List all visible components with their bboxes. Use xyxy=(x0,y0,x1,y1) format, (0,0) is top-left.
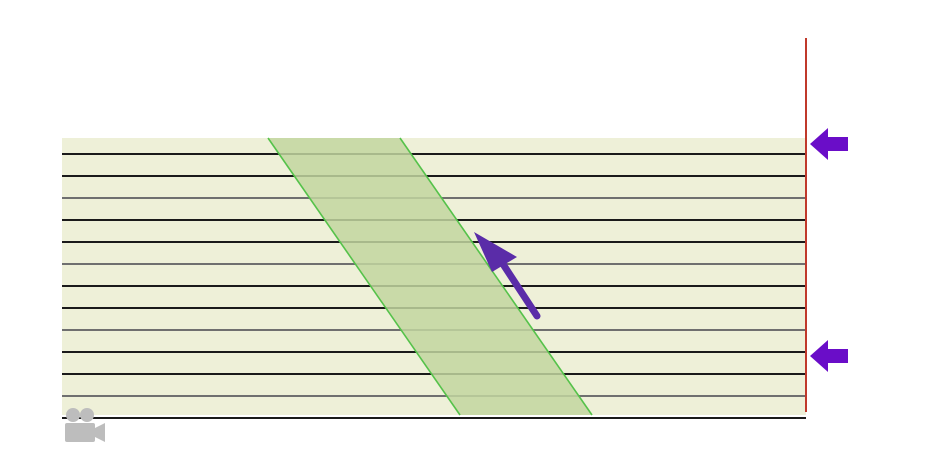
camera-icon[interactable] xyxy=(62,406,108,446)
left-arrow-icon xyxy=(810,128,848,160)
left-arrow-icon xyxy=(810,340,848,372)
band-left-edge xyxy=(267,137,461,416)
diagonal-arrow-icon xyxy=(474,232,541,320)
band-right-edge xyxy=(399,137,593,416)
highlight-band xyxy=(268,138,592,415)
